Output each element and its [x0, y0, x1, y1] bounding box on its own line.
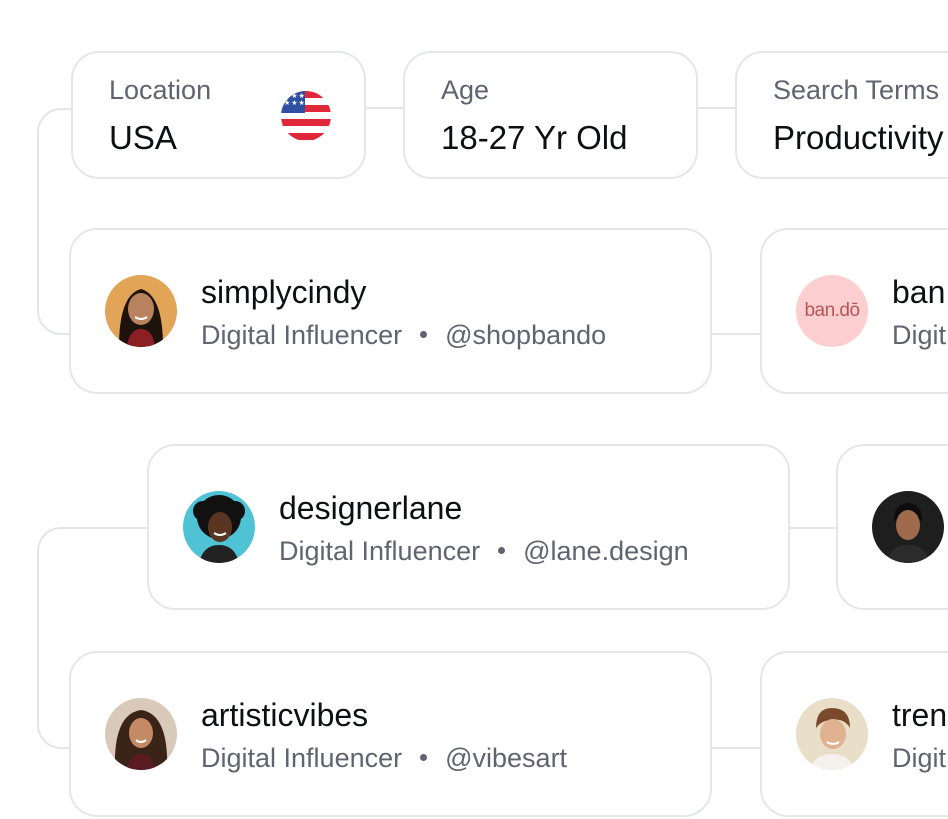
separator-dot — [420, 331, 428, 339]
connector-simplycindy-bando — [710, 333, 762, 335]
profile-name: tren — [892, 697, 948, 733]
profile-subtitle: Digital Influencer @lane.design — [279, 536, 689, 567]
connector-location-age — [364, 107, 406, 109]
separator-dot — [498, 547, 506, 555]
filter-location-card[interactable]: Location USA ★★★★★★ — [71, 51, 366, 179]
profile-role: Digital Influencer — [279, 536, 481, 566]
avatar-simplycindy — [105, 275, 177, 347]
profile-handle[interactable]: @vibesart — [445, 743, 568, 773]
profile-name: ban — [892, 274, 946, 310]
filter-age-value: 18-27 Yr Old — [441, 119, 628, 156]
profile-name: designerlane — [279, 490, 463, 526]
connector-age-search — [696, 107, 738, 109]
profile-handle[interactable]: @lane.design — [523, 536, 689, 566]
profile-name: artisticvibes — [201, 697, 369, 733]
profile-card-partial[interactable] — [836, 444, 948, 610]
connector-artisticvibes-tren — [710, 747, 762, 749]
profile-role: Digit — [892, 743, 947, 773]
avatar-designerlane — [183, 491, 255, 563]
profile-handle[interactable]: @shopbando — [445, 320, 607, 350]
filter-age-card[interactable]: Age 18-27 Yr Old — [403, 51, 698, 179]
separator-dot — [420, 754, 428, 762]
profile-subtitle: Digital Influencer @shopbando — [201, 320, 606, 351]
filter-age-label: Age — [441, 75, 490, 105]
filter-search-terms-label: Search Terms — [773, 75, 940, 105]
profile-name: simplycindy — [201, 274, 367, 310]
filter-location-value: USA — [109, 119, 177, 156]
us-flag-icon: ★★★★★★ — [281, 91, 331, 141]
filter-location-label: Location — [109, 75, 212, 105]
profile-card-simplycindy[interactable]: simplycindy Digital Influencer @shopbando — [69, 228, 712, 394]
connector-bracket-top — [37, 108, 73, 335]
avatar-partial-profile — [872, 491, 944, 563]
profile-card-bando[interactable]: ban.dō ban Digit — [760, 228, 948, 394]
avatar-artisticvibes — [105, 698, 177, 770]
bando-logo: ban.dō — [796, 275, 868, 347]
profile-role: Digit — [892, 320, 947, 350]
profile-card-designerlane[interactable]: designerlane Digital Influencer @lane.des… — [147, 444, 790, 610]
profile-role: Digital Influencer — [201, 320, 403, 350]
profile-card-tren[interactable]: tren Digit — [760, 651, 948, 817]
filter-search-terms-card[interactable]: Search Terms Productivity — [735, 51, 948, 179]
profile-role: Digital Influencer — [201, 743, 403, 773]
avatar-tren — [796, 698, 868, 770]
profile-subtitle: Digital Influencer @vibesart — [201, 743, 567, 774]
filter-search-terms-value: Productivity — [773, 119, 944, 156]
connector-designerlane-next — [788, 527, 840, 529]
profile-card-artisticvibes[interactable]: artisticvibes Digital Influencer @vibesar… — [69, 651, 712, 817]
